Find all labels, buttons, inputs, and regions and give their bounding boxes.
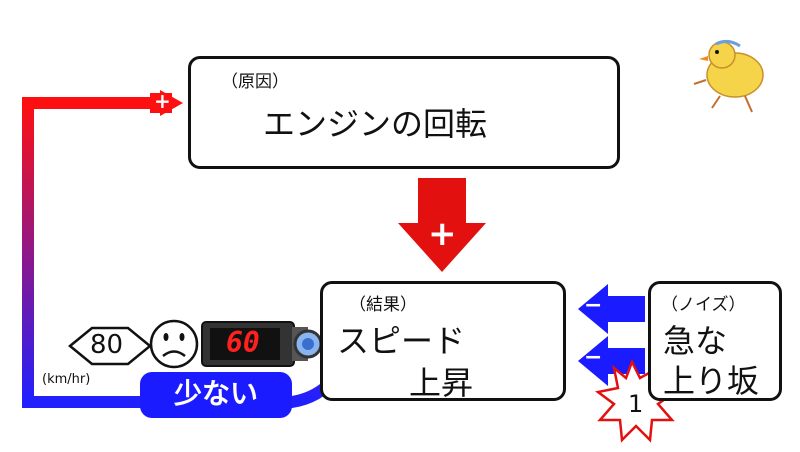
minus-sign-top: −	[584, 293, 603, 318]
chick-icon	[693, 39, 764, 113]
cause-label: （原因）	[221, 72, 289, 92]
status-pill: 少ない	[140, 372, 292, 418]
result-label: （結果）	[349, 295, 417, 315]
result-title-line2: 上昇	[409, 364, 474, 402]
noise-label: （ノイズ）	[661, 295, 746, 315]
noise-arrow-top	[578, 284, 645, 334]
speedometer-camera-icon	[201, 321, 323, 367]
burst-number: 1	[628, 390, 644, 418]
result-title-line1: スピード	[337, 322, 466, 360]
speed-limit-value: 80	[90, 330, 124, 360]
minus-sign-bottom: −	[584, 345, 603, 370]
speedometer-value: 60	[226, 326, 260, 359]
speed-unit: (km/hr)	[42, 372, 91, 387]
noise-box: （ノイズ） 急な 上り坂	[648, 281, 782, 401]
noise-arrow-bottom	[578, 336, 645, 386]
result-box: （結果） スピード 上昇	[320, 281, 566, 402]
noise-title-line2: 上り坂	[663, 362, 760, 400]
cause-to-result-arrow	[398, 178, 486, 272]
sad-face-icon	[149, 319, 199, 369]
cause-box: （原因） エンジンの回転	[188, 56, 620, 169]
plus-sign-main: +	[428, 214, 457, 254]
plus-sign-loop: +	[154, 89, 171, 113]
cause-title: エンジンの回転	[263, 105, 488, 143]
noise-title-line1: 急な	[663, 322, 728, 360]
